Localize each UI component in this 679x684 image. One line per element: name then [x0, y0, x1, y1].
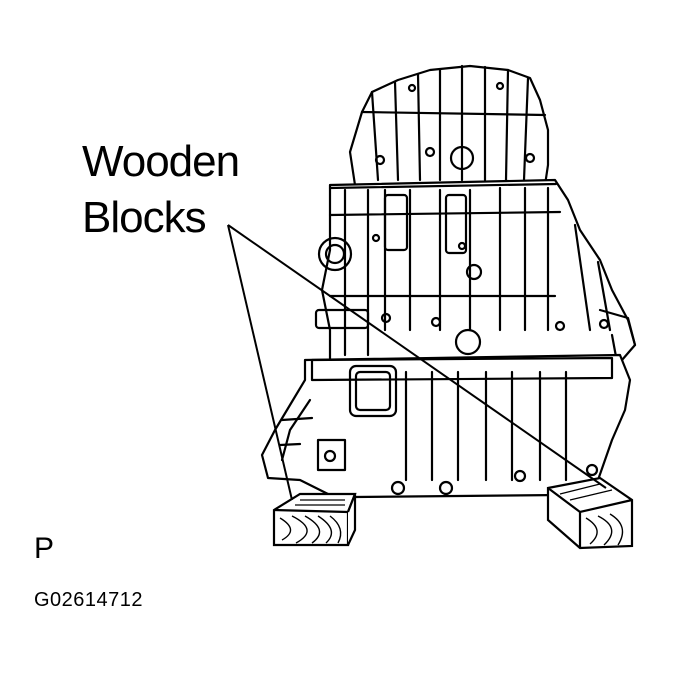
callout-leader-lines: [227, 224, 607, 501]
transaxle-icon: [260, 64, 637, 507]
wooden-block-left: [272, 492, 357, 547]
callout-label-blocks: Blocks: [82, 193, 207, 242]
panel-letter: P: [34, 532, 55, 565]
callout-label-wooden: Wooden: [82, 137, 240, 186]
wooden-block-right: [546, 476, 634, 550]
figure-code: G02614712: [34, 589, 144, 611]
